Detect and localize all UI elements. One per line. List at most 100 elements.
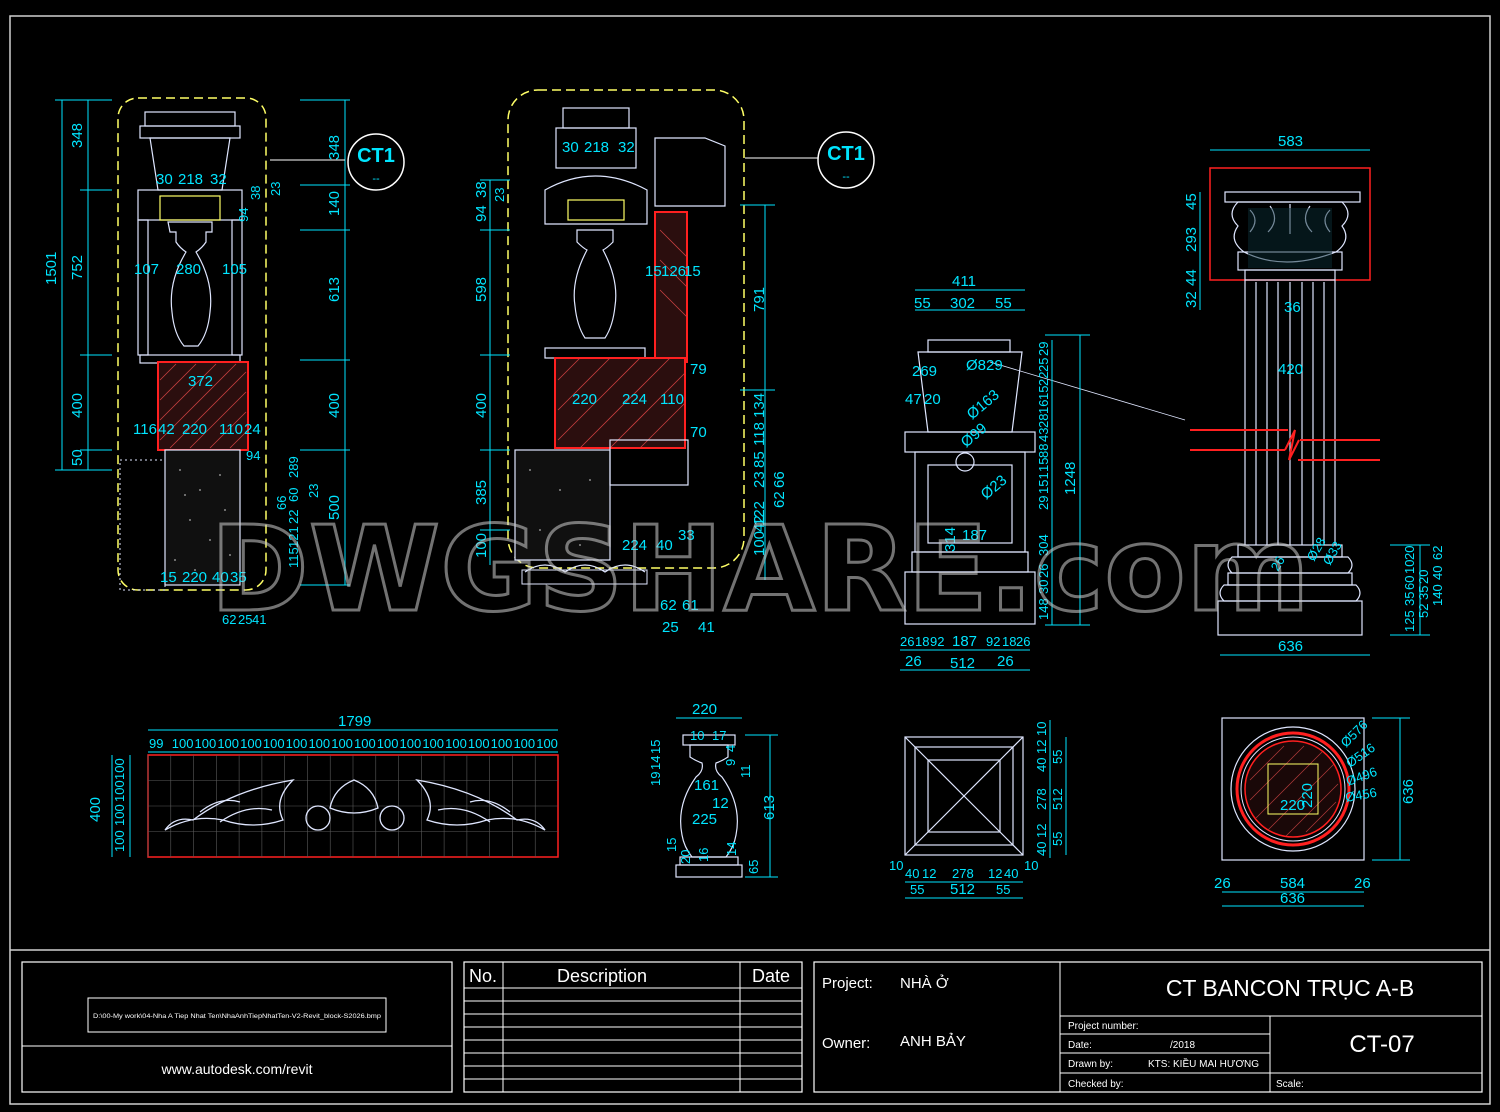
view6-label-11: 11 — [738, 765, 753, 779]
drawn-by-label: Drawn by: — [1068, 1059, 1113, 1070]
view3-right-1: 29 — [1036, 342, 1051, 356]
view2-foot-3: 41 — [698, 619, 715, 636]
view4-left-0: 45 — [1183, 193, 1200, 210]
view7-bottom-5: 40 — [1004, 866, 1018, 881]
view1-dim-right-0: 348 — [326, 135, 343, 160]
callout-ct1-2[interactable]: CT1 -- — [745, 131, 875, 189]
view6-label-4: 225 — [692, 811, 717, 828]
view1-side-3: 94 — [246, 448, 260, 463]
view1-top-0: 30 — [156, 171, 173, 188]
view2-mid-1: 126 — [661, 263, 686, 280]
view5-segment-label: 100 — [491, 736, 513, 751]
view1-dim-left-0: 348 — [69, 123, 86, 148]
view6-left-2: 15 — [648, 740, 663, 754]
view5-segment-label: 100 — [308, 736, 330, 751]
view3-right-15: 148 — [1036, 598, 1051, 620]
view4-top: 583 — [1278, 133, 1303, 150]
view7-bottom-6: 10 — [1024, 858, 1038, 873]
view1-bottom-2: 40 — [212, 569, 229, 586]
view1-side-0: 94 — [236, 208, 251, 222]
view2-right-7: 122 — [751, 501, 768, 526]
view5-segment-label: 100 — [377, 736, 399, 751]
view3-bottom-6: 26 — [1016, 634, 1030, 649]
view3-right-3: 22 — [1036, 372, 1051, 386]
view3-right-2: 25 — [1036, 358, 1051, 372]
view3-top-2: 302 — [950, 295, 975, 312]
view1-mid-2: 105 — [222, 261, 247, 278]
view3-label-3: Ø829 — [966, 357, 1003, 374]
view7-top-0: 10 — [1034, 722, 1049, 736]
view1-side-2: 23 — [268, 182, 283, 196]
website-link[interactable]: www.autodesk.com/revit — [161, 1061, 313, 1077]
view2-right-10: 100 — [751, 531, 768, 556]
view5-segment-label: 99 — [149, 736, 163, 751]
view1-dim-left-1: 1501 — [43, 252, 60, 285]
view2-top-0: 30 — [562, 139, 579, 156]
view8-label-5: 220 — [1299, 783, 1316, 808]
view8-bottom-3: 636 — [1280, 890, 1305, 907]
view3-top-1: 55 — [914, 295, 931, 312]
view5-left-3: 100 — [112, 830, 127, 852]
view-balustrade-elevation-1: 348 1501 752 400 50 348 140 613 400 500 … — [43, 97, 350, 627]
view2-bottom-2: 33 — [678, 527, 695, 544]
view3-bottom-4: 92 — [986, 634, 1000, 649]
view2-right-3: 70 — [690, 424, 707, 441]
view3-top-0: 411 — [952, 273, 976, 290]
view5-segment-label: 100 — [331, 736, 353, 751]
view6-label-7: 16 — [696, 848, 711, 862]
view1-row-4: 24 — [244, 421, 261, 438]
view2-right-2: 134 — [751, 393, 768, 418]
view2-bottom-1: 40 — [656, 537, 673, 554]
project-value: NHÀ Ở — [900, 974, 949, 992]
view1-dim-right-1: 140 — [326, 191, 343, 216]
date-label: Date: — [1068, 1040, 1092, 1051]
view6-label-5: 15 — [664, 838, 679, 852]
view5-segment-label: 100 — [422, 736, 444, 751]
view2-left-6: 100 — [473, 533, 490, 558]
view2-right-6: 23 — [751, 471, 768, 488]
rev-col-date: Date — [752, 966, 790, 986]
view3-right-4: 15 — [1036, 386, 1051, 400]
view1-side-8: 22 — [286, 510, 301, 524]
view4-left-1: 293 — [1183, 227, 1200, 252]
view-balustrade-section-2: 94 38 23 598 400 385 100 30 218 32 15 12… — [473, 89, 788, 636]
view2-right-11: 42 — [751, 515, 768, 532]
view5-left-1: 100 — [112, 780, 127, 802]
view7-bottom-7: 55 — [910, 882, 924, 897]
view2-left-3: 598 — [473, 277, 490, 302]
view1-bottom-1: 220 — [182, 569, 207, 586]
view1-bottom-3: 35 — [230, 569, 247, 586]
callout-ct1-1[interactable]: CT1 -- — [270, 133, 405, 191]
view1-row-1: 42 — [158, 421, 175, 438]
rev-col-no: No. — [469, 966, 497, 986]
view1-foot-1: 25 — [238, 612, 252, 627]
view1-base: 372 — [188, 373, 213, 390]
view5-segment-label: 100 — [513, 736, 535, 751]
view5-segment-label: 100 — [468, 736, 490, 751]
view2-mid-0: 15 — [645, 263, 662, 280]
view4-left-2: 32 — [1183, 291, 1200, 308]
view3-right-9: 15 — [1036, 458, 1051, 472]
view5-left-0: 100 — [112, 758, 127, 780]
view6-label-9: 4 — [723, 745, 738, 752]
view3-bottom-2: 92 — [930, 634, 944, 649]
view7-bottom-8: 512 — [950, 881, 975, 898]
view2-right-1: 79 — [690, 361, 707, 378]
view1-side-1: 38 — [248, 186, 263, 200]
view7-top-4: 278 — [1034, 788, 1049, 810]
view3-bottom-8: 512 — [950, 655, 975, 672]
view2-left-5: 385 — [473, 480, 490, 505]
view7-bottom-9: 55 — [996, 882, 1010, 897]
view5-height: 400 — [87, 797, 104, 822]
view8-bottom-0: 26 — [1214, 875, 1231, 892]
view3-label-2: 20 — [924, 391, 941, 408]
view6-right-0: 613 — [761, 795, 778, 820]
view3-bottom-1: 18 — [915, 634, 929, 649]
view6-label-3: 12 — [712, 795, 729, 812]
view1-dim-right-2: 613 — [326, 277, 343, 302]
view7-bottom-1: 40 — [905, 866, 919, 881]
view4-left-3: 44 — [1183, 269, 1200, 286]
view8-label-4: 220 — [1280, 797, 1305, 814]
